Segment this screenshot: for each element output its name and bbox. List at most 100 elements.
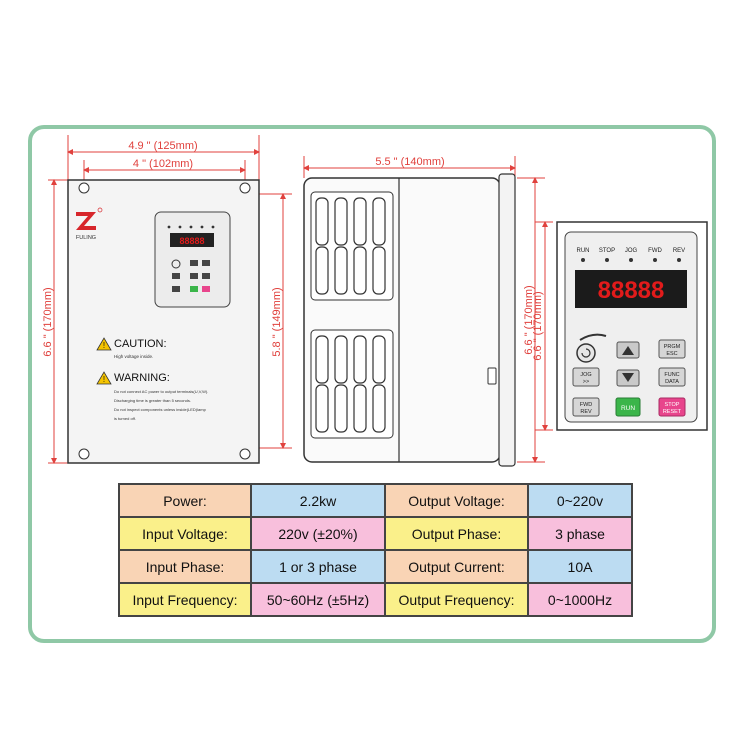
spec-value: 3 phase (527, 516, 633, 551)
indicator-label-run: RUN (577, 248, 590, 254)
caution-icon: ! (96, 337, 112, 351)
led-display (575, 270, 687, 308)
indicator-label-rev: REV (673, 248, 685, 254)
vent-slot (315, 197, 329, 246)
vent-slot (334, 197, 348, 246)
vent-slot (353, 197, 367, 246)
vent-slot (334, 384, 348, 433)
vent-slots (315, 197, 386, 433)
stop-label: STOP (665, 402, 680, 408)
caution-text: High voltage inside. (114, 354, 153, 359)
spec-value: 0~220v (527, 483, 633, 518)
vent-slot (353, 335, 367, 384)
dim-overall-height: 6.6 " (170mm) (42, 179, 68, 464)
dim-mount-width: 4 " (102mm) (83, 158, 246, 182)
indicator-led-icon (605, 258, 609, 262)
caution-title: CAUTION: (114, 338, 167, 350)
vent-slot (353, 246, 367, 295)
mount-hole-tr-icon (239, 182, 251, 194)
vent-slot (372, 384, 386, 433)
dim-mount-height-label: 5.8 " (149mm) (271, 287, 283, 356)
fuling-logo-icon (76, 207, 103, 230)
table-row: Input Phase: 1 or 3 phase Output Current… (118, 549, 633, 584)
spec-label: Output Current: (384, 549, 529, 584)
vent-slot (315, 384, 329, 433)
vent-slot (372, 197, 386, 246)
side-view: 5.5 " (140mm) 6.6 " (170mm) (303, 156, 545, 467)
warning-line-1: Do not connect AC power to output termin… (114, 389, 208, 394)
spec-label: Power: (118, 483, 252, 518)
dim-overall-width: 4.9 " (125mm) (67, 135, 260, 180)
spec-label: Output Frequency: (384, 582, 529, 617)
dim-side-height-label: 6.6 " (170mm) (523, 285, 535, 354)
indicator-label-stop: STOP (599, 248, 615, 254)
potentiometer-knob-icon[interactable] (576, 343, 596, 363)
vent-slot (334, 335, 348, 384)
vent-slot (372, 335, 386, 384)
table-row: Input Frequency: 50~60Hz (±5Hz) Output F… (118, 582, 633, 617)
spec-table: Power: 2.2kw Output Voltage: 0~220v Inpu… (118, 483, 633, 617)
warning-line-3: Do not inspect components unless inside(… (114, 407, 207, 412)
spec-label: Output Phase: (384, 516, 529, 551)
fwd-rev-button[interactable]: FWD REV (572, 397, 600, 417)
dim-depth-label: 5.5 " (140mm) (375, 156, 444, 168)
warning-icon: ! (96, 371, 112, 385)
indicator-led-icon (677, 258, 681, 262)
mount-hole-bl-icon (78, 448, 90, 460)
arrow-up-icon (622, 346, 634, 355)
down-button[interactable] (616, 369, 640, 387)
vent-slot (315, 335, 329, 384)
svg-text:!: ! (103, 375, 105, 384)
vent-slot (315, 246, 329, 295)
indicator-label-fwd: FWD (648, 248, 662, 254)
shift-label: >> (583, 379, 589, 385)
front-mini-keypad: 88888 (154, 211, 231, 308)
dim-overall-width-label: 4.9 " (125mm) (128, 140, 197, 152)
indicator-led-icon (653, 258, 657, 262)
table-row: Power: 2.2kw Output Voltage: 0~220v (118, 483, 633, 518)
data-label: DATA (665, 379, 679, 385)
jog-label: JOG (580, 372, 591, 378)
jog-shift-button[interactable]: JOG >> (572, 367, 600, 387)
spec-value: 1 or 3 phase (250, 549, 386, 584)
prgm-label: PRGM (664, 344, 681, 350)
spec-label: Output Voltage: (384, 483, 529, 518)
fwd-label: FWD (580, 402, 593, 408)
func-label: FUNC (664, 372, 679, 378)
warning-line-4: is turned off. (114, 416, 136, 421)
reset-label: RESET (663, 409, 682, 415)
spec-label: Input Phase: (118, 549, 252, 584)
table-row: Input Voltage: 220v (±20%) Output Phase:… (118, 516, 633, 551)
esc-label: ESC (666, 351, 677, 357)
warning-title: WARNING: (114, 372, 170, 384)
spec-label: Input Voltage: (118, 516, 252, 551)
spec-value: 220v (±20%) (250, 516, 386, 551)
dim-keypad-height: 6.6 " (170mm) (532, 221, 553, 431)
dim-depth: 5.5 " (140mm) (303, 156, 516, 178)
vent-slot (372, 246, 386, 295)
svg-text:88888: 88888 (179, 236, 204, 246)
spec-value: 0~1000Hz (527, 582, 633, 617)
stop-reset-button[interactable]: STOP RESET (658, 397, 686, 417)
spec-value: 50~60Hz (±5Hz) (250, 582, 386, 617)
run-button[interactable]: RUN (615, 397, 641, 417)
front-view: 4.9 " (125mm) 4 " (102mm) 6.6 " (170mm) … (42, 135, 292, 464)
indicator-led-icon (581, 258, 585, 262)
dim-overall-height-label: 6.6 " (170mm) (42, 287, 54, 356)
prgm-esc-button[interactable]: PRGM ESC (658, 339, 686, 359)
dim-mount-width-label: 4 " (102mm) (133, 158, 193, 170)
brand-label: FULING (76, 235, 96, 241)
dim-side-height: 6.6 " (170mm) (517, 177, 545, 463)
spec-label: Input Frequency: (118, 582, 252, 617)
func-data-button[interactable]: FUNC DATA (658, 367, 686, 387)
svg-text:!: ! (103, 341, 105, 350)
vent-slot (353, 384, 367, 433)
dim-keypad-height-label: 6.6 " (170mm) (532, 291, 544, 360)
indicator-label-jog: JOG (625, 248, 638, 254)
up-button[interactable] (616, 341, 640, 359)
spec-value: 2.2kw (250, 483, 386, 518)
spec-value: 10A (527, 549, 633, 584)
vent-slot (334, 246, 348, 295)
rev-label: REV (580, 409, 592, 415)
mount-hole-br-icon (239, 448, 251, 460)
